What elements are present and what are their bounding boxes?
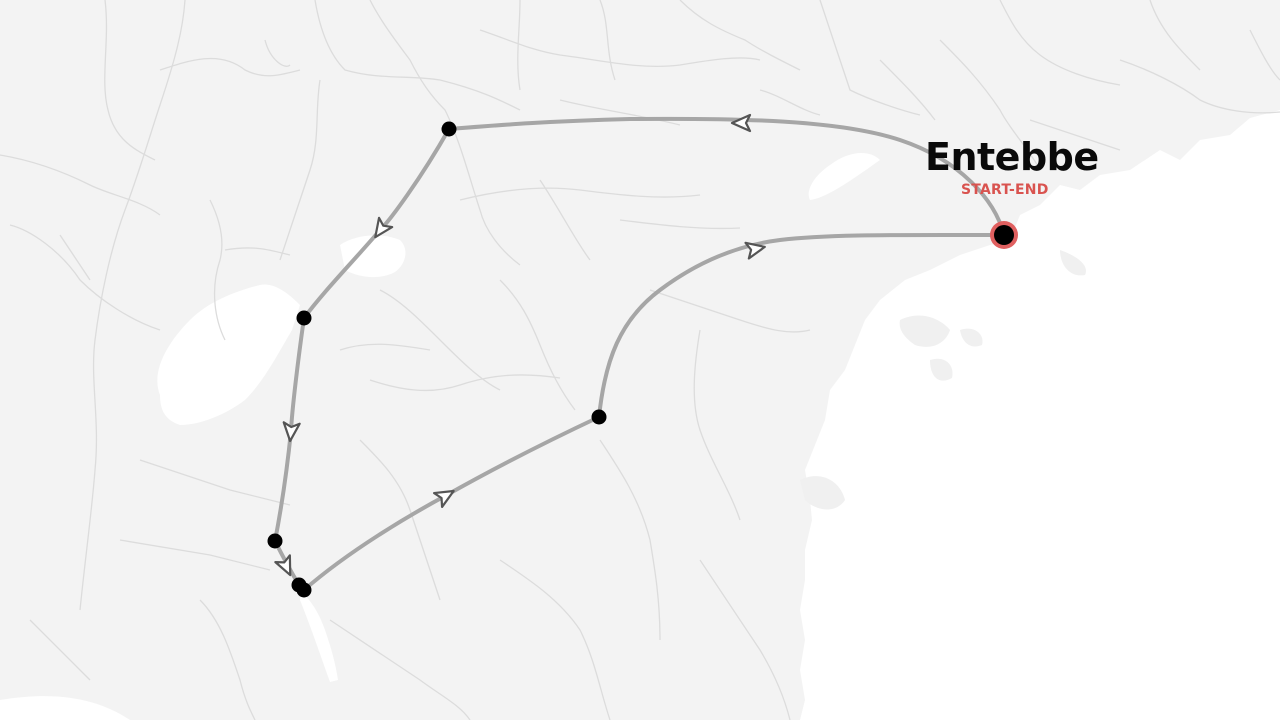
stop-marker[interactable] xyxy=(291,577,307,593)
stop-marker[interactable] xyxy=(441,121,457,137)
direction-arrows xyxy=(274,113,766,577)
route-leg-stop-6-to-entebbe xyxy=(597,232,1006,419)
stop-marker[interactable] xyxy=(296,310,312,326)
direction-arrow-icon xyxy=(432,489,455,509)
stops xyxy=(267,121,607,598)
start-end-dot xyxy=(994,225,1014,245)
route-leg-entebbe-to-stop-1 xyxy=(447,116,1006,237)
direction-arrow-icon xyxy=(282,421,301,443)
start-end-marker[interactable] xyxy=(990,221,1018,249)
direction-arrow-icon xyxy=(374,216,394,239)
destination-tag: START-END xyxy=(961,182,1049,198)
islands xyxy=(800,250,1086,510)
direction-arrow-icon xyxy=(730,113,752,133)
direction-arrow-icon xyxy=(274,554,292,577)
stop-marker[interactable] xyxy=(267,533,283,549)
water-bodies xyxy=(0,110,1280,720)
stop-marker[interactable] xyxy=(591,409,607,425)
destination-name: Entebbe xyxy=(925,135,1099,179)
direction-arrow-icon xyxy=(744,241,766,260)
